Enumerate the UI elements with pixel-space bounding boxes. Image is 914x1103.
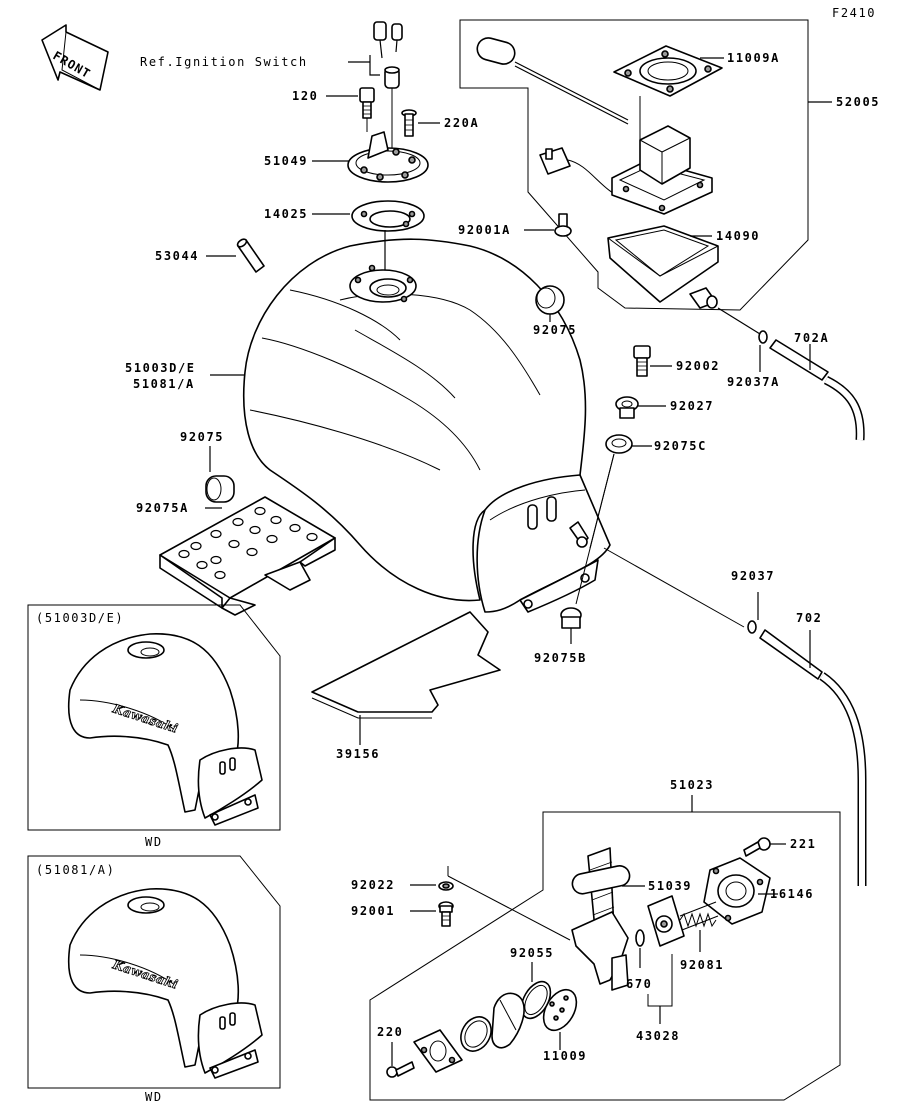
- bolt-120: [359, 87, 375, 119]
- oring-92055: [520, 980, 552, 1020]
- rubber-damper-92075-left: [205, 475, 235, 503]
- screw-221: [743, 837, 771, 857]
- level-sender: [476, 37, 629, 201]
- label-92027: 92027: [670, 399, 714, 413]
- washer-92022: [438, 881, 454, 891]
- rubber-damper-92075-top: [535, 285, 565, 315]
- grommet-92075B: [560, 607, 582, 629]
- gasket-11009: [542, 988, 578, 1032]
- plate-220: [413, 1029, 463, 1073]
- label-43028: 43028: [636, 1029, 680, 1043]
- label-92075A: 92075A: [136, 501, 189, 515]
- label-51081A: 51081/A: [133, 377, 195, 391]
- cover-14090: [607, 225, 719, 309]
- inset-top-footer: WD: [145, 835, 163, 849]
- clamp-92037A: [758, 330, 768, 344]
- label-51049: 51049: [264, 154, 308, 168]
- label-221: 221: [790, 837, 816, 851]
- label-220: 220: [377, 1025, 403, 1039]
- ignition-key-icon: [373, 21, 403, 89]
- fuel-tap-51039: [571, 847, 631, 991]
- cover-16146: [703, 857, 771, 925]
- label-92075C: 92075C: [654, 439, 707, 453]
- label-92002: 92002: [676, 359, 720, 373]
- rubber-pad-92075A: [159, 496, 336, 616]
- hose-702A: [769, 339, 865, 441]
- ref-ignition-note: Ref.Ignition Switch: [140, 55, 308, 69]
- fuel-cap-51049: [347, 131, 429, 183]
- fuel-tank-main: [242, 238, 611, 613]
- screw-92001: [438, 901, 454, 927]
- label-702A: 702A: [794, 331, 829, 345]
- label-220A: 220A: [444, 116, 479, 130]
- label-52005: 52005: [836, 95, 880, 109]
- label-11009: 11009: [543, 1049, 587, 1063]
- label-92022: 92022: [351, 878, 395, 892]
- spring-92081: [679, 901, 719, 931]
- label-92075B: 92075B: [534, 651, 587, 665]
- label-16146: 16146: [770, 887, 814, 901]
- label-39156: 39156: [336, 747, 380, 761]
- clamp-92037: [747, 620, 757, 634]
- label-92001: 92001: [351, 904, 395, 918]
- lever-knob: [491, 992, 525, 1049]
- label-51039: 51039: [648, 879, 692, 893]
- grommet-92075C: [605, 434, 633, 454]
- oring-seal: [460, 1016, 492, 1052]
- label-92001A: 92001A: [458, 223, 511, 237]
- label-92075-top: 92075: [533, 323, 577, 337]
- label-92075-left: 92075: [180, 430, 224, 444]
- screw-220A: [401, 109, 417, 137]
- label-670: 670: [626, 977, 652, 991]
- label-14025: 14025: [264, 207, 308, 221]
- diaphragm-43028: [647, 895, 685, 947]
- oring-670: [635, 929, 645, 947]
- label-92055: 92055: [510, 946, 554, 960]
- bolt-92002: [633, 345, 651, 377]
- screw-92001A: [554, 213, 572, 237]
- tube-53044: [236, 238, 265, 273]
- label-92081: 92081: [680, 958, 724, 972]
- inset-51081A: (51081/A) Kawasaki: [27, 855, 281, 1089]
- screw-220: [386, 1061, 415, 1078]
- inset-51003DE: (51003D/E) Kawasaki: [27, 604, 281, 831]
- inset-bottom-caption: (51081/A): [36, 863, 115, 877]
- label-702: 702: [796, 611, 822, 625]
- label-14090: 14090: [716, 229, 760, 243]
- hose-702: [759, 629, 867, 886]
- label-51003DE: 51003D/E: [125, 361, 196, 375]
- gasket-14025: [351, 200, 425, 232]
- pump-housing: [611, 125, 713, 215]
- bracket-52005: [459, 19, 809, 311]
- label-53044: 53044: [155, 249, 199, 263]
- gasket-11009A: [613, 45, 723, 97]
- figure-code: F2410: [832, 6, 876, 20]
- label-11009A: 11009A: [727, 51, 780, 65]
- inset-top-caption: (51003D/E): [36, 611, 124, 625]
- insulator-39156: [311, 611, 501, 719]
- front-arrow-icon: FRONT: [41, 24, 109, 91]
- label-120: 120: [292, 89, 318, 103]
- bracket-51023: [369, 811, 841, 1101]
- collar-92027: [615, 396, 639, 419]
- inset-bottom-footer: WD: [145, 1090, 163, 1103]
- label-92037A: 92037A: [727, 375, 780, 389]
- label-51023: 51023: [670, 778, 714, 792]
- label-92037: 92037: [731, 569, 775, 583]
